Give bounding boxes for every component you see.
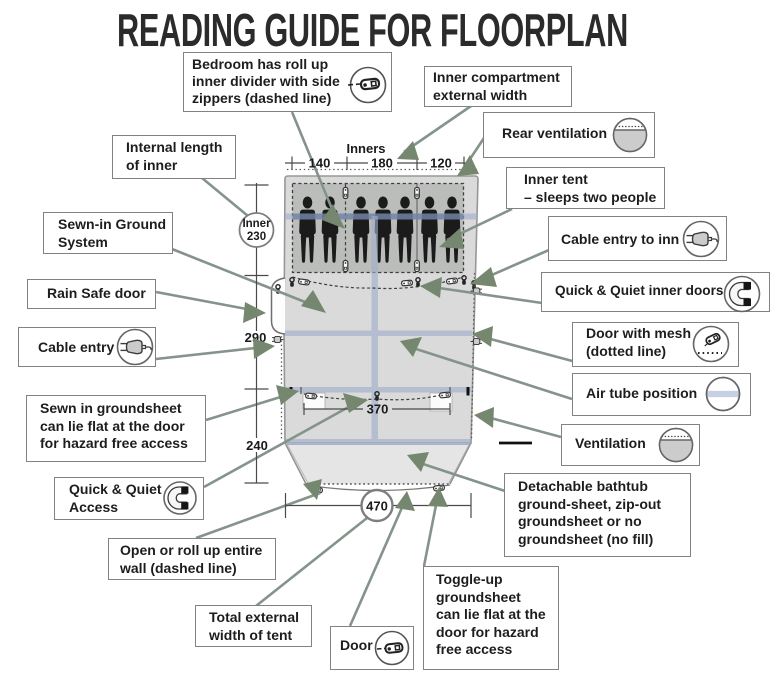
svg-text:240: 240 (246, 438, 268, 453)
svg-text:120: 120 (430, 156, 452, 171)
svg-text:470: 470 (366, 499, 388, 514)
svg-text:230: 230 (247, 231, 266, 243)
svg-text:Inner: Inner (242, 218, 271, 230)
svg-text:370: 370 (367, 402, 389, 417)
svg-text:Inners: Inners (346, 141, 385, 156)
svg-text:140: 140 (309, 156, 331, 171)
svg-text:180: 180 (371, 156, 393, 171)
